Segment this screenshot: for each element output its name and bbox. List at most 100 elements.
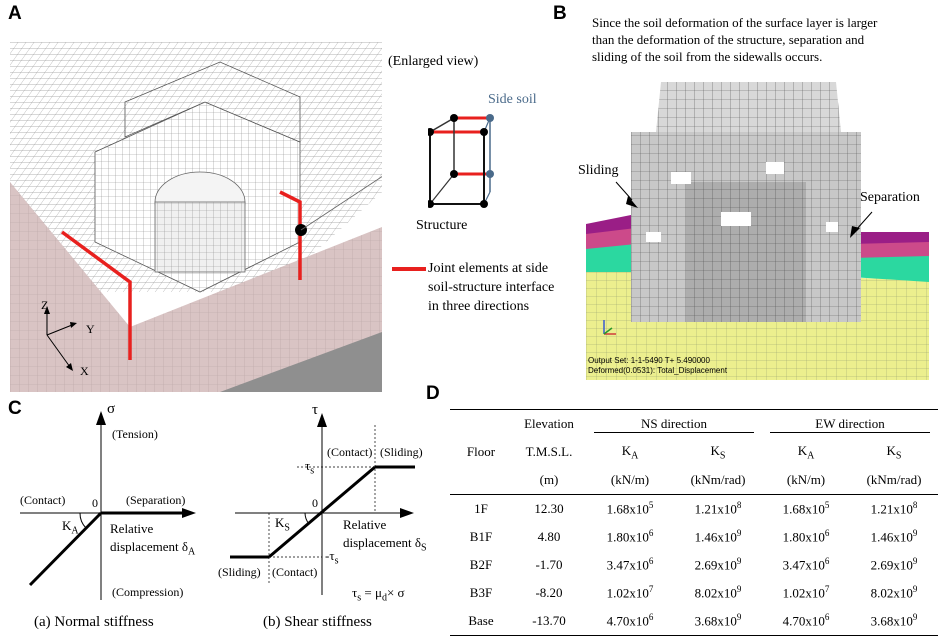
panel-b-deformation-plot — [586, 72, 929, 380]
cell-ns-ka: 1.80x106 — [586, 523, 674, 551]
normal-stiffness-caption: (a) Normal stiffness — [34, 614, 154, 630]
cell-ew-ka: 1.68x105 — [762, 495, 850, 524]
normal-rel-2-text: displacement — [110, 539, 179, 554]
ks-label: KS — [275, 515, 290, 534]
cell-ns-ks-value: 8.02x10 — [694, 585, 737, 601]
cell-elevation: -1.70 — [512, 551, 586, 579]
neg-tau-s-letter: -τ — [325, 548, 335, 563]
panel-a-fem-mesh — [10, 42, 382, 392]
delta-a: δ — [181, 539, 188, 554]
formula-rhs: × σ — [386, 585, 405, 600]
cell-ew-ks-exponent: 9 — [912, 528, 918, 539]
ka-label: KA — [62, 518, 79, 537]
cell-ns-ka: 3.47x106 — [586, 551, 674, 579]
cell-ew-ka-exponent: 6 — [824, 528, 830, 539]
stiffness-table-container: Elevation NS direction EW direction Floo… — [450, 409, 938, 636]
cell-ew-ks-value: 1.21x10 — [870, 501, 913, 517]
joint-legend-text-3: in three directions — [428, 299, 530, 314]
ew-ks-letter: K — [886, 442, 896, 458]
cell-elevation-value: 4.80 — [537, 529, 561, 544]
cell-ew-ks-value: 2.69x10 — [870, 557, 913, 573]
ka-sub: A — [71, 525, 79, 537]
cell-floor: 1F — [450, 495, 512, 524]
panel-c-letter: C — [8, 398, 22, 419]
cell-elevation-value: 12.30 — [534, 501, 564, 516]
cell-ns-ks: 1.21x108 — [674, 495, 762, 524]
cell-ew-ks: 1.46x109 — [850, 523, 938, 551]
cell-elevation-value: -13.70 — [532, 613, 566, 628]
normal-stiffness-graph — [20, 411, 196, 600]
cell-ns-ks-value: 1.46x10 — [694, 529, 737, 545]
ns-ka-letter: K — [621, 442, 632, 458]
cell-ns-ks-exponent: 8 — [736, 500, 742, 511]
shear-sliding-top: (Sliding) — [380, 445, 423, 459]
cell-ns-ka-exponent: 6 — [648, 528, 654, 539]
cell-ns-ks-exponent: 9 — [736, 556, 742, 567]
stiffness-table: Elevation NS direction EW direction Floo… — [450, 409, 938, 636]
cell-elevation: -8.20 — [512, 579, 586, 607]
cell-floor-value: 1F — [474, 501, 488, 516]
table-header-row-1: Elevation NS direction EW direction — [450, 409, 938, 438]
cell-ew-ks-exponent: 9 — [912, 584, 918, 595]
ks-letter: K — [275, 515, 285, 530]
cell-floor-value: B2F — [469, 557, 493, 572]
panel-b-caption-1: Since the soil deformation of the surfac… — [592, 15, 878, 30]
cell-ns-ka-exponent: 7 — [648, 584, 654, 595]
cell-ns-ks-exponent: 9 — [736, 584, 742, 595]
ka-letter: K — [62, 518, 72, 533]
tau-axis-label: τ — [312, 402, 319, 418]
shear-sliding-bottom: (Sliding) — [218, 565, 261, 579]
cell-ew-ka-exponent: 6 — [824, 556, 830, 567]
shear-rel-1: Relative — [343, 517, 387, 532]
cell-ns-ka-value: 1.68x10 — [606, 501, 649, 517]
panel-b-caption-2: than the deformation of the structure, s… — [592, 32, 865, 47]
axis-y-label: Y — [86, 322, 95, 336]
separation-arrow — [850, 211, 873, 238]
cell-ns-ks: 2.69x109 — [674, 551, 762, 579]
delta-s: δ — [414, 535, 421, 550]
tension-label: (Tension) — [112, 427, 158, 441]
table-header-row-2: Floor T.M.S.L. KA KS KA KS — [450, 438, 938, 466]
cell-ew-ka-value: 1.02x10 — [782, 585, 825, 601]
cell-ew-ks-value: 3.68x10 — [870, 613, 913, 629]
tau-s-letter: τ — [305, 458, 311, 473]
shear-rel-2-text: displacement — [343, 535, 412, 550]
header-elevation: Elevation — [512, 409, 586, 438]
compression-label: (Compression) — [112, 585, 184, 599]
normal-rel-2: displacement δA — [110, 539, 195, 558]
header-ns-text: NS direction — [594, 416, 754, 433]
cell-ns-ks-value: 1.21x10 — [694, 501, 737, 517]
header-ew-ks: KS — [850, 438, 938, 466]
header-unit-m: (m) — [512, 466, 586, 495]
cell-ew-ks-exponent: 9 — [912, 556, 918, 567]
cell-ns-ks-exponent: 9 — [736, 528, 742, 539]
delta-s-sub: S — [420, 542, 427, 554]
cell-ns-ks-value: 2.69x10 — [694, 557, 737, 573]
ns-ka-sub: A — [631, 450, 639, 462]
cell-ew-ks-value: 8.02x10 — [870, 585, 913, 601]
cell-floor: B1F — [450, 523, 512, 551]
separation-label: Separation — [860, 190, 920, 205]
cell-ns-ka: 4.70x106 — [586, 607, 674, 636]
cell-elevation-value: -1.70 — [535, 557, 563, 572]
cell-floor: B2F — [450, 551, 512, 579]
cell-ns-ks-value: 3.68x10 — [694, 613, 737, 629]
ns-ks-sub: S — [719, 450, 726, 462]
header-unit-ns-ka: (kN/m) — [586, 466, 674, 495]
joint-element-cube — [428, 114, 494, 208]
separation-label-c: (Separation) — [126, 493, 186, 507]
formula-lhs: τ — [352, 585, 358, 600]
panel-b-footer-1: Output Set: 1-1-5490 T+ 5.490000 — [588, 356, 710, 365]
header-ew: EW direction — [762, 409, 938, 438]
cell-ns-ka-exponent: 5 — [648, 500, 654, 511]
shear-contact-bottom: (Contact) — [272, 565, 318, 579]
axis-z-label: Z — [41, 298, 49, 312]
cell-ew-ka: 3.47x106 — [762, 551, 850, 579]
cell-ew-ka: 4.70x106 — [762, 607, 850, 636]
cell-ew-ka: 1.02x107 — [762, 579, 850, 607]
cell-ns-ks-exponent: 9 — [736, 612, 742, 623]
enlarged-view-label: (Enlarged view) — [388, 54, 479, 69]
